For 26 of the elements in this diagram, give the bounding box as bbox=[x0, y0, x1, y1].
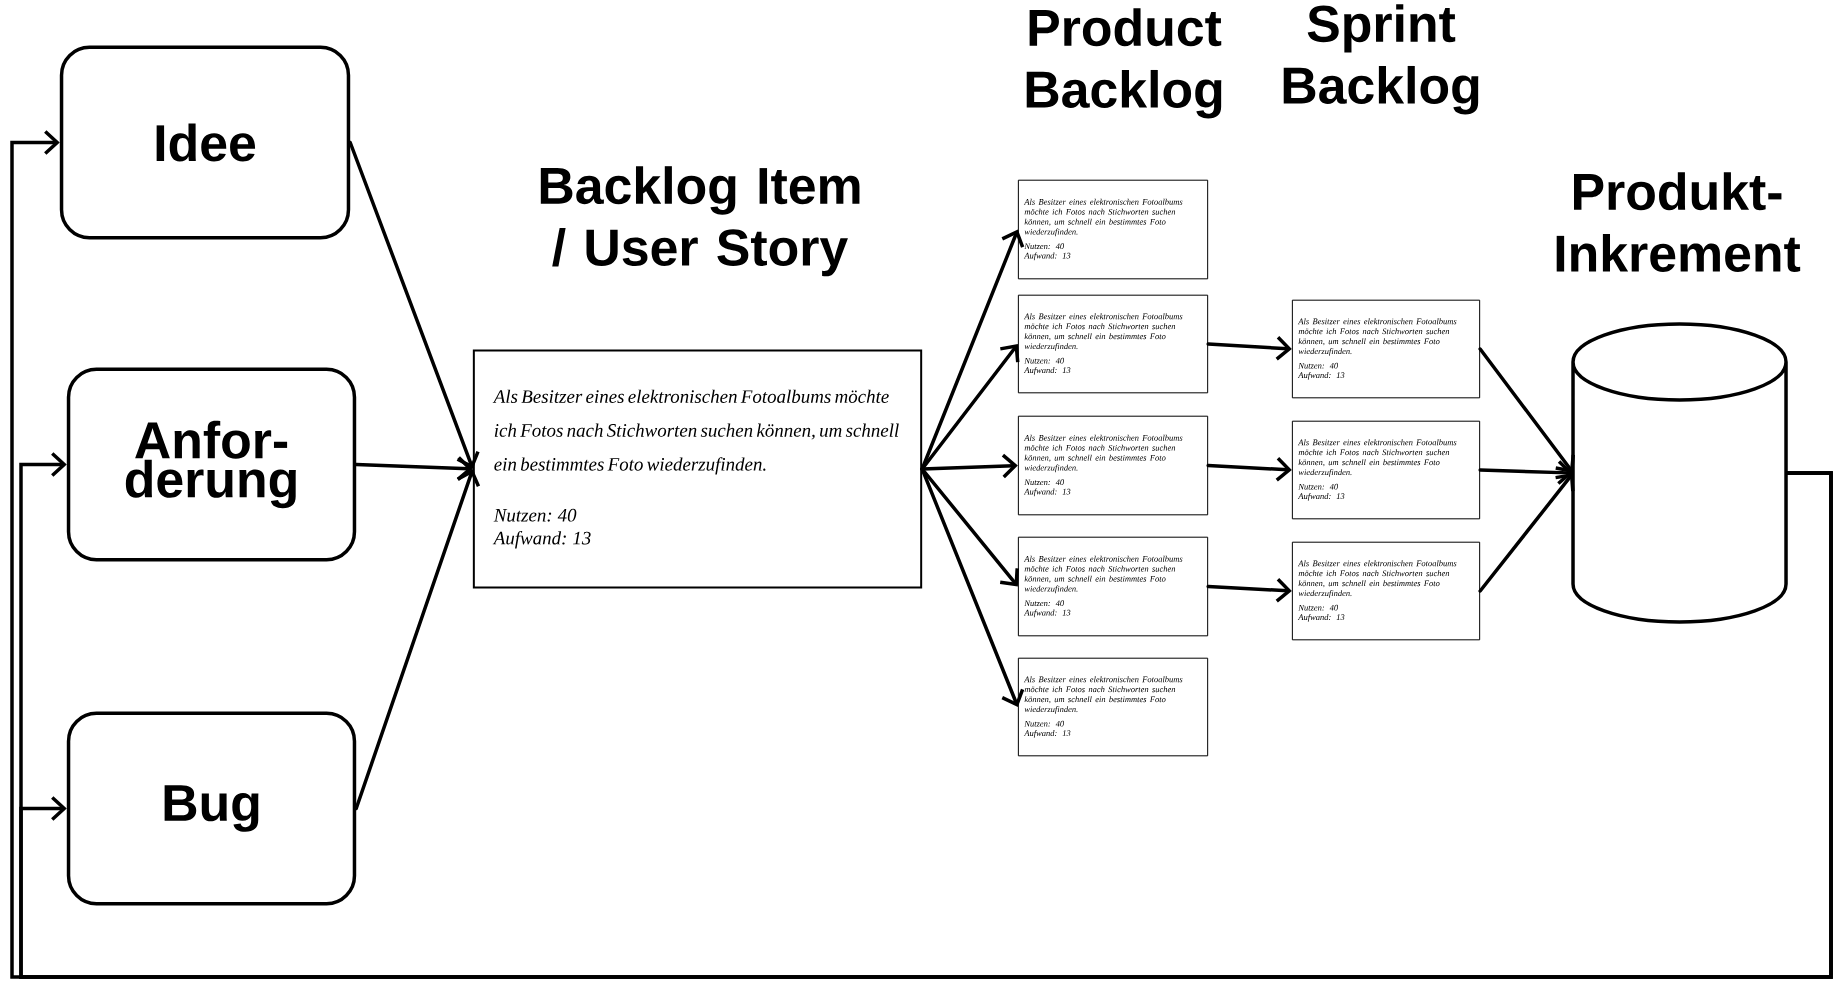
arrow bbox=[1206, 578, 1292, 603]
database-cylinder bbox=[1571, 322, 1788, 624]
arrow bbox=[348, 140, 480, 469]
column-heading: Product Backlog bbox=[1026, 8, 1222, 119]
arrow bbox=[1478, 473, 1575, 593]
story-card: Als Besitzer eines elektronischen Fotoalbums möchte ich Fotos nach Stichworten suchen können, um schnell ein bestimmtes Foto wiederzufinden. Nutzen: 40 Aufwand: 13 bbox=[1291, 299, 1481, 399]
source-box: Idee bbox=[59, 45, 351, 240]
column-heading: Backlog Item / User Story bbox=[540, 166, 860, 277]
arrow bbox=[1478, 347, 1575, 473]
arrow bbox=[354, 469, 481, 811]
story-card: Als Besitzer eines elektronischen Fotoalbums möchte ich Fotos nach Stichworten suchen können, um schnell ein bestimmtes Foto wiederzufinden. Nutzen: 40 Aufwand: 13 bbox=[1291, 541, 1481, 641]
story-card: Als Besitzer eines elektronischen Fotoalbums möchte ich Fotos nach Stichworten suchen können, um schnell ein bestimmtes Foto wiederzufinden. Nutzen: 40 Aufwand: 13 bbox=[1017, 657, 1209, 757]
story-card: Als Besitzer eines elektronischen Fotoalbums möchte ich Fotos nach Stichworten suchen können, um schnell ein bestimmtes Foto wiederzufinden. Nutzen: 40 Aufwand: 13 bbox=[1017, 294, 1209, 394]
arrow bbox=[920, 467, 1025, 707]
source-box: Anfor- derung bbox=[66, 367, 357, 562]
story-card: Als Besitzer eines elektronischen Fotoalbums möchte ich Fotos nach Stichworten suchen können, um schnell ein bestimmtes Foto wiederzufinden. Nutzen: 40 Aufwand: 13 bbox=[1017, 179, 1209, 280]
story-card: Als Besitzer eines elektronischen Fotoalbums möchte ich Fotos nach Stichworten suchen können, um schnell ein bestimmtes Foto wiederzufinden. Nutzen: 40 Aufwand: 13 bbox=[472, 349, 923, 589]
story-card: Als Besitzer eines elektronischen Fotoalbums möchte ich Fotos nach Stichworten suchen können, um schnell ein bestimmtes Foto wiederzufinden. Nutzen: 40 Aufwand: 13 bbox=[1017, 536, 1209, 637]
story-card: Als Besitzer eines elektronischen Fotoalbums möchte ich Fotos nach Stichworten suchen können, um schnell ein bestimmtes Foto wiederzufinden. Nutzen: 40 Aufwand: 13 bbox=[1291, 420, 1481, 520]
arrow bbox=[1206, 336, 1292, 361]
arrow bbox=[1478, 460, 1574, 485]
source-box: Bug bbox=[66, 711, 357, 906]
column-heading: Sprint Backlog bbox=[1283, 4, 1479, 115]
arrow bbox=[1206, 457, 1292, 482]
story-card: Als Besitzer eines elektronischen Fotoalbums möchte ich Fotos nach Stichworten suchen können, um schnell ein bestimmtes Foto wiederzufinden. Nutzen: 40 Aufwand: 13 bbox=[1017, 415, 1209, 516]
column-heading: Produkt- Inkrement bbox=[1556, 172, 1801, 272]
